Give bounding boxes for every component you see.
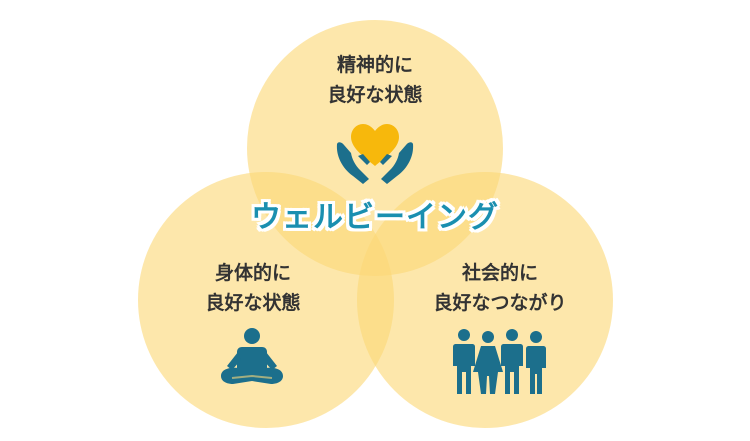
label-mental: 精神的に 良好な状態	[327, 50, 422, 110]
people-group-icon	[453, 329, 546, 394]
label-physical-line1: 身体的に	[214, 262, 292, 284]
label-mental-line2: 良好な状態	[327, 84, 423, 106]
meditation-icon	[221, 328, 283, 384]
label-physical: 身体的に 良好な状態	[205, 258, 300, 318]
hands-heart-icon	[336, 124, 414, 184]
label-social-line1: 社会的に	[461, 262, 539, 284]
label-physical-line2: 良好な状態	[205, 292, 301, 314]
circle-left	[138, 172, 394, 428]
center-title: ウェルビーイング	[251, 200, 499, 235]
label-social: 社会的に 良好なつながり	[433, 258, 566, 318]
label-mental-line1: 精神的に	[336, 54, 414, 76]
circle-right	[357, 172, 613, 428]
label-social-line2: 良好なつながり	[433, 292, 567, 314]
